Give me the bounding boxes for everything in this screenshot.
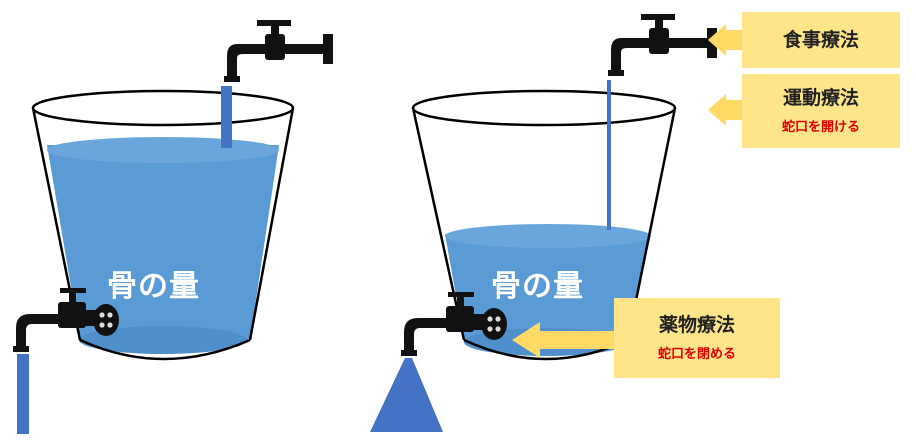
diet-therapy-box: 食事療法 [742,12,900,68]
right-bucket-rim [411,89,677,127]
left-bucket [31,86,295,361]
left-top-faucet-icon [224,20,333,82]
exercise-arrow [708,94,742,126]
exercise-therapy-label: 運動療法 [782,87,859,110]
right-inflow-stream [607,80,611,230]
left-inflow-stream [221,86,232,148]
right-water-surface [445,224,651,248]
right-top-faucet-icon [608,14,717,76]
diet-arrow [708,24,742,56]
exercise-therapy-sub: 蛇口を開ける [781,119,860,135]
right-bucket-label: 骨の量 [491,269,584,304]
drug-arrow [512,322,614,358]
left-outflow-stream [17,354,29,434]
drug-therapy-label: 薬物療法 [658,314,735,337]
left-water [47,145,279,353]
drug-therapy-sub: 蛇口を閉める [657,346,736,362]
left-water-surface [47,137,279,163]
diet-therapy-label: 食事療法 [782,28,859,51]
left-bucket-label: 骨の量 [107,269,200,304]
left-bucket-rim [31,89,295,127]
drug-therapy-box: 薬物療法 蛇口を閉める [614,298,780,378]
right-outflow-spray [370,358,443,432]
exercise-therapy-box: 運動療法 蛇口を開ける [742,74,900,148]
